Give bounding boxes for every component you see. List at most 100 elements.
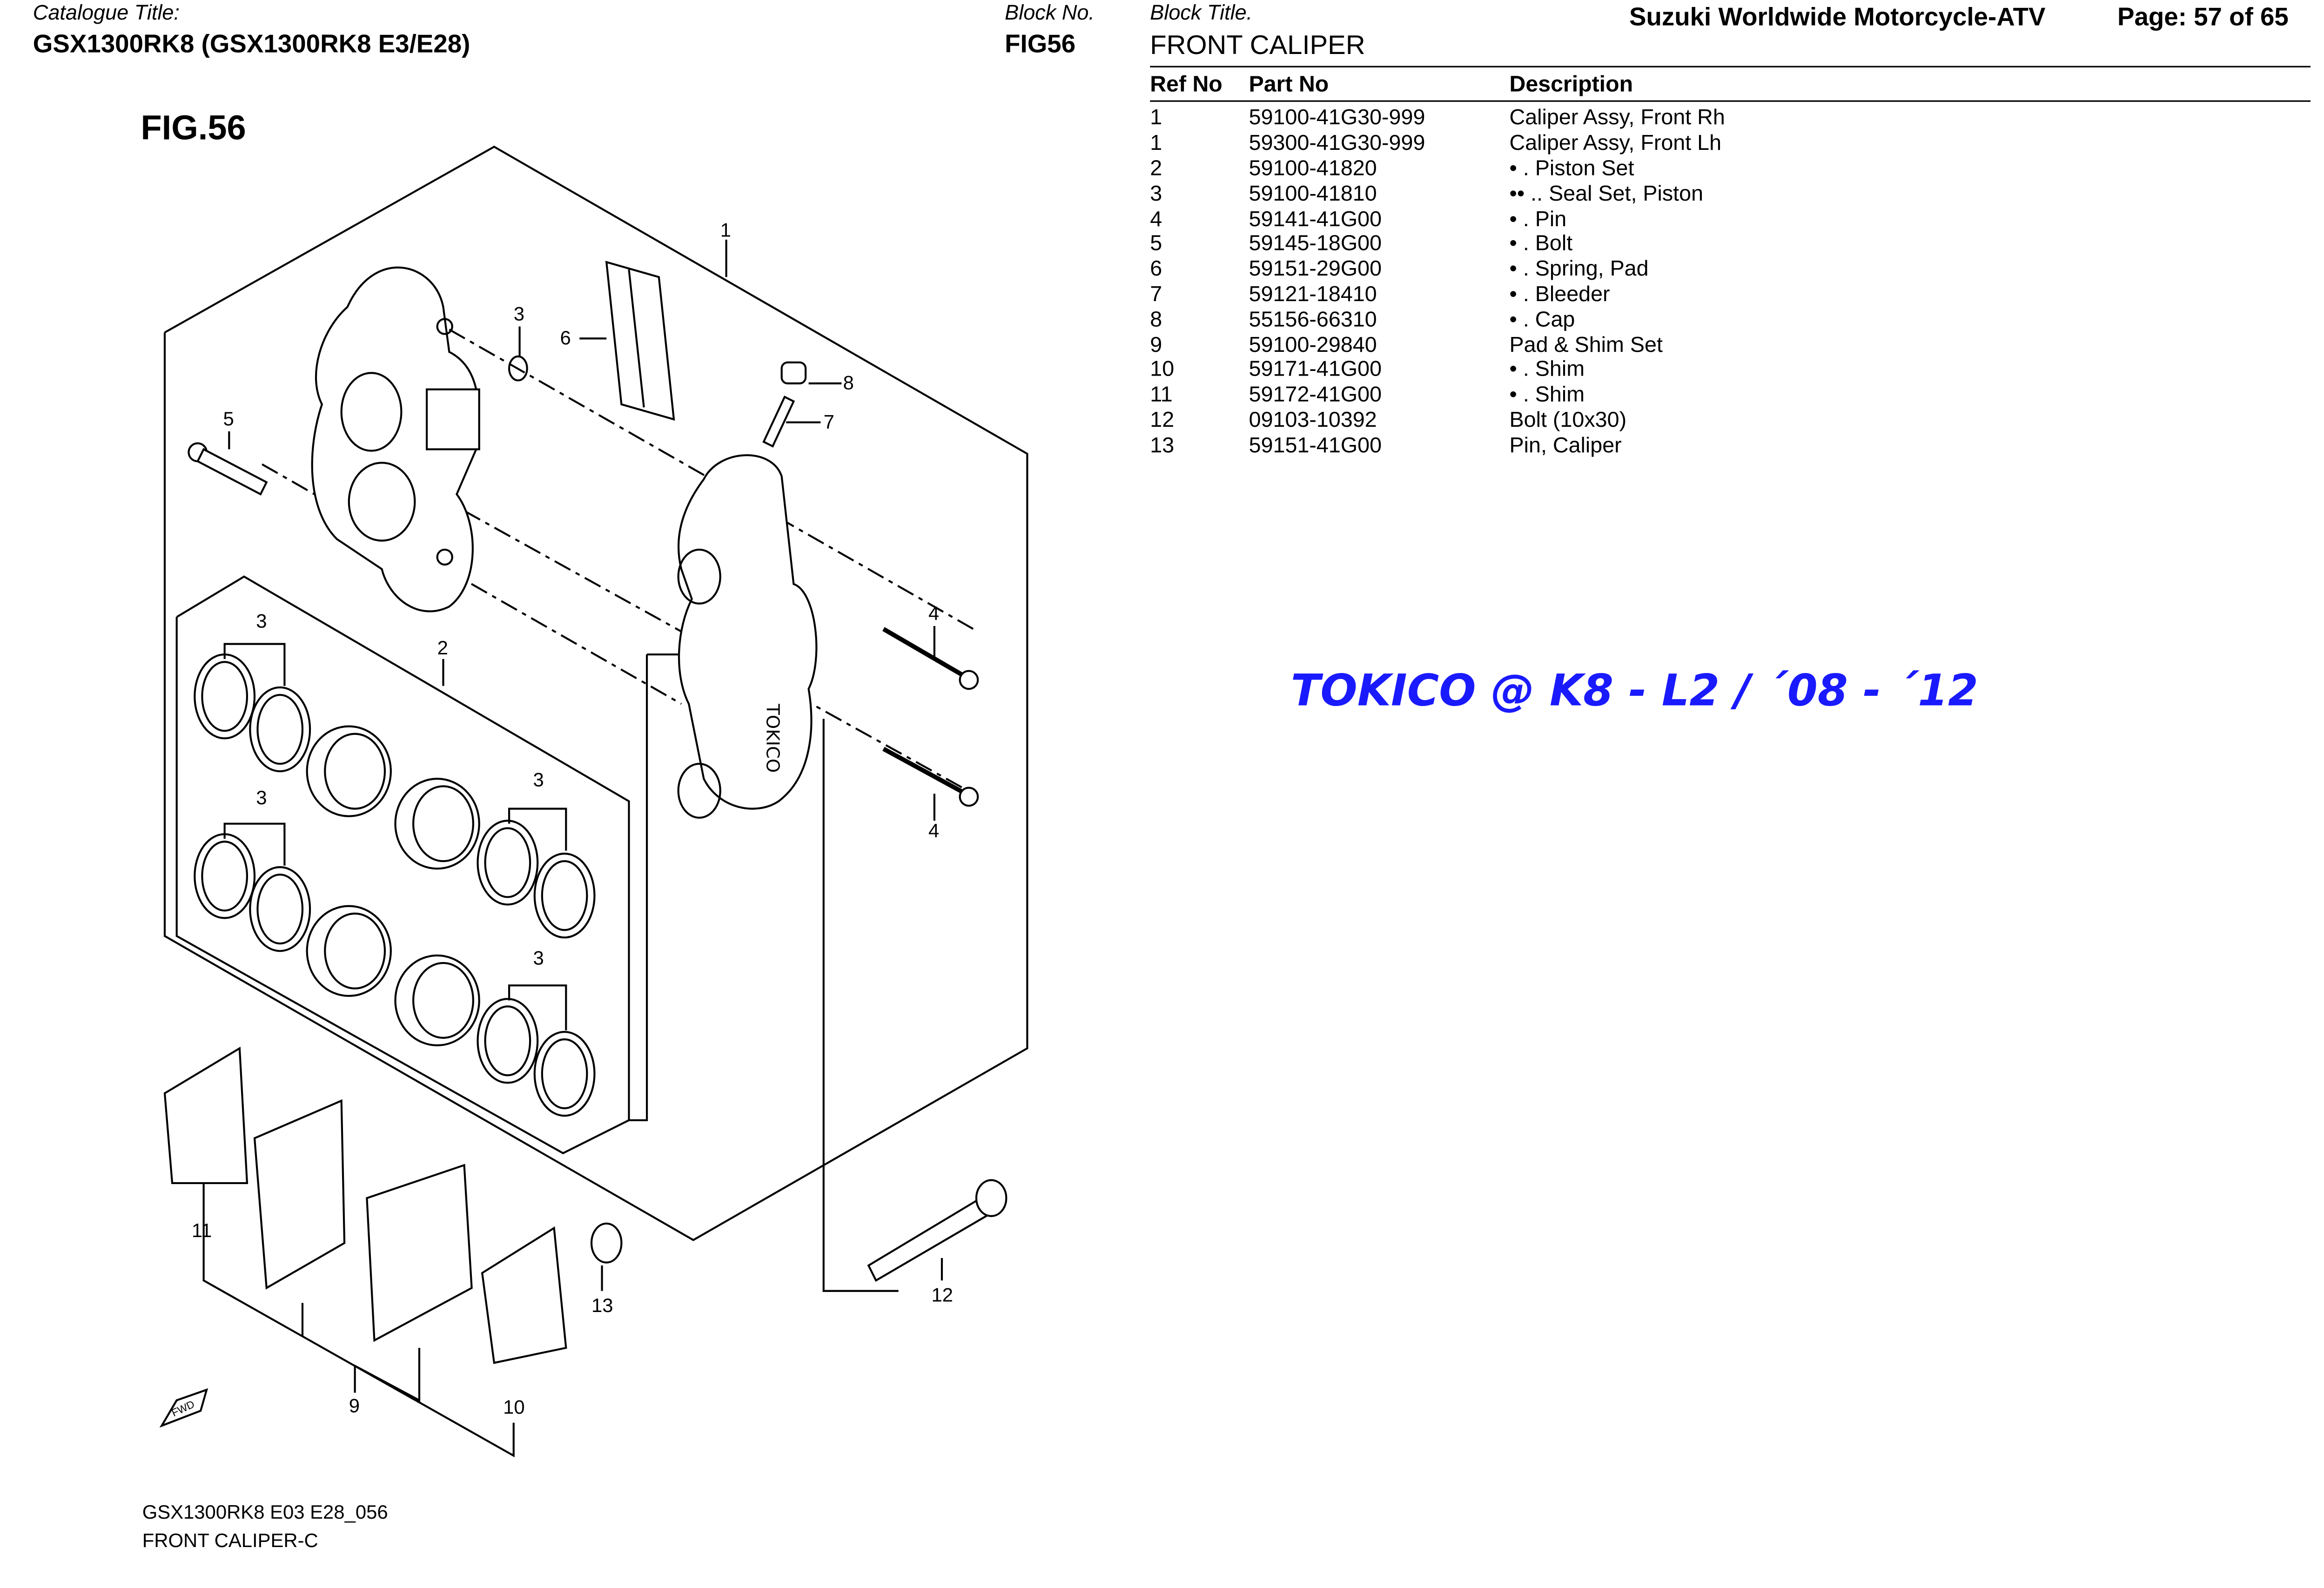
callout-number: 5 bbox=[223, 408, 234, 430]
exploded-diagram: TOKICO bbox=[159, 145, 1028, 1458]
part-no-cell: 09103-10392 bbox=[1249, 409, 1377, 433]
part-no-cell: 59100-41G30-999 bbox=[1249, 107, 1425, 131]
description-cell: Pin, Caliper bbox=[1509, 434, 1622, 458]
description-cell: Pad & Shim Set bbox=[1509, 333, 1663, 357]
table-header: Ref No Part No Description bbox=[1150, 67, 2311, 102]
column-part-no: Part No bbox=[1249, 71, 1329, 97]
part-no-cell: 59141-41G00 bbox=[1249, 207, 1382, 232]
catalogue-title: GSX1300RK8 (GSX1300RK8 E3/E28) bbox=[33, 30, 470, 59]
catalogue-title-label: Catalogue Title: bbox=[33, 0, 180, 24]
table-row: 8 55156-66310 • . Cap bbox=[1150, 308, 2311, 333]
block-no: FIG56 bbox=[1005, 30, 1076, 59]
description-cell: • . Spring, Pad bbox=[1509, 258, 1649, 282]
table-row: 9 59100-29840 Pad & Shim Set bbox=[1150, 333, 2311, 358]
ref-no-cell: 13 bbox=[1150, 434, 1175, 458]
description-cell: • . Cap bbox=[1509, 308, 1575, 332]
callout-number: 3 bbox=[514, 303, 524, 325]
callout-number: 9 bbox=[349, 1394, 360, 1416]
block-title-label: Block Title. bbox=[1150, 0, 1253, 24]
callout-number: 2 bbox=[437, 637, 448, 659]
part-no-cell: 59121-18410 bbox=[1249, 283, 1377, 307]
pin-13 bbox=[590, 1222, 623, 1264]
callout-number: 4 bbox=[928, 820, 939, 841]
pads-and-shims bbox=[163, 1046, 567, 1364]
ref-no-cell: 6 bbox=[1150, 258, 1162, 282]
callout-number: 13 bbox=[591, 1294, 613, 1316]
ref-no-cell: 10 bbox=[1150, 358, 1175, 383]
caliper-half-right: TOKICO bbox=[677, 454, 818, 819]
bolt-5 bbox=[188, 442, 268, 496]
callout-number: 3 bbox=[533, 947, 544, 969]
ref-no-cell: 12 bbox=[1150, 409, 1175, 433]
brand-title: Suzuki Worldwide Motorcycle-ATV bbox=[1629, 3, 2046, 32]
description-cell: Caliper Assy, Front Lh bbox=[1509, 132, 1722, 156]
part-no-cell: 59151-29G00 bbox=[1249, 258, 1382, 282]
part-no-cell: 59100-41810 bbox=[1249, 182, 1377, 207]
description-cell: • . Shim bbox=[1509, 358, 1585, 383]
table-row: 12 09103-10392 Bolt (10x30) bbox=[1150, 408, 2311, 433]
assembly-outline bbox=[163, 145, 1028, 1292]
seals-and-pistons bbox=[194, 653, 596, 1117]
table-row: 13 59151-41G00 Pin, Caliper bbox=[1150, 433, 2311, 458]
leader-lines bbox=[202, 239, 943, 1458]
table-row: 7 59121-18410 • . Bleeder bbox=[1150, 283, 2311, 308]
ref-no-cell: 4 bbox=[1150, 207, 1162, 232]
description-cell: Bolt (10x30) bbox=[1509, 409, 1627, 433]
ref-no-cell: 5 bbox=[1150, 232, 1162, 257]
column-description: Description bbox=[1509, 71, 1633, 97]
callout-number: 8 bbox=[843, 372, 854, 394]
table-row: 5 59145-18G00 • . Bolt bbox=[1150, 232, 2311, 257]
part-no-cell: 59100-41820 bbox=[1249, 157, 1377, 182]
part-no-cell: 59100-29840 bbox=[1249, 333, 1377, 357]
description-cell: • . Pin bbox=[1509, 207, 1567, 232]
part-no-cell: 59300-41G30-999 bbox=[1249, 132, 1425, 156]
table-row: 3 59100-41810 •• .. Seal Set, Piston bbox=[1150, 182, 2311, 207]
table-row: 6 59151-29G00 • . Spring, Pad bbox=[1150, 257, 2311, 283]
description-cell: • . Bleeder bbox=[1509, 283, 1610, 307]
pins-4 bbox=[882, 627, 979, 807]
block-title: FRONT CALIPER bbox=[1150, 30, 1365, 60]
table-row: 4 59141-41G00 • . Pin bbox=[1150, 207, 2311, 232]
callout-number: 12 bbox=[931, 1284, 953, 1305]
bolt-12 bbox=[867, 1179, 1008, 1282]
cap-and-bleeder bbox=[762, 361, 807, 448]
table-row: 10 59171-41G00 • . Shim bbox=[1150, 358, 2311, 383]
part-no-cell: 59172-41G00 bbox=[1249, 384, 1382, 408]
figure-title: FIG.56 bbox=[141, 108, 246, 147]
callout-number: 6 bbox=[560, 327, 571, 349]
part-no-cell: 59151-41G00 bbox=[1249, 434, 1382, 458]
description-cell: •• .. Seal Set, Piston bbox=[1509, 182, 1704, 207]
part-no-cell: 55156-66310 bbox=[1249, 308, 1377, 332]
svg-text:TOKICO: TOKICO bbox=[762, 703, 783, 773]
washer-3-top bbox=[508, 355, 528, 382]
block-no-label: Block No. bbox=[1005, 0, 1095, 24]
description-cell: Caliper Assy, Front Rh bbox=[1509, 107, 1725, 131]
pad-spring bbox=[605, 261, 675, 421]
table-row: 1 59300-41G30-999 Caliper Assy, Front Lh bbox=[1150, 132, 2311, 157]
column-ref-no: Ref No bbox=[1150, 71, 1222, 97]
part-no-cell: 59171-41G00 bbox=[1249, 358, 1382, 383]
ref-no-cell: 1 bbox=[1150, 132, 1162, 156]
ref-no-cell: 9 bbox=[1150, 333, 1162, 357]
callout-number: 7 bbox=[824, 410, 834, 432]
fwd-arrow-icon: FWD bbox=[159, 1388, 208, 1428]
page-indicator: Page: 57 of 65 bbox=[2117, 3, 2289, 32]
tokico-annotation: TOKICO @ K8 - L2 / ´08 - ´12 bbox=[1290, 665, 1979, 716]
description-cell: • . Shim bbox=[1509, 384, 1585, 408]
ref-no-cell: 7 bbox=[1150, 283, 1162, 307]
callout-number: 11 bbox=[192, 1219, 212, 1241]
description-cell: • . Bolt bbox=[1509, 232, 1573, 257]
part-no-cell: 59145-18G00 bbox=[1249, 232, 1382, 257]
table-row: 1 59100-41G30-999 Caliper Assy, Front Rh bbox=[1150, 106, 2311, 131]
ref-no-cell: 8 bbox=[1150, 308, 1162, 332]
ref-no-cell: 2 bbox=[1150, 157, 1162, 182]
callout-number: 3 bbox=[533, 768, 544, 790]
ref-no-cell: 3 bbox=[1150, 182, 1162, 207]
parts-table: Ref No Part No Description 1 59100-41G30-… bbox=[1150, 66, 2311, 459]
footer-code: GSX1300RK8 E03 E28_056 bbox=[142, 1501, 388, 1523]
description-cell: • . Piston Set bbox=[1509, 157, 1634, 182]
ref-no-cell: 1 bbox=[1150, 107, 1162, 131]
callout-number: 1 bbox=[720, 219, 731, 241]
